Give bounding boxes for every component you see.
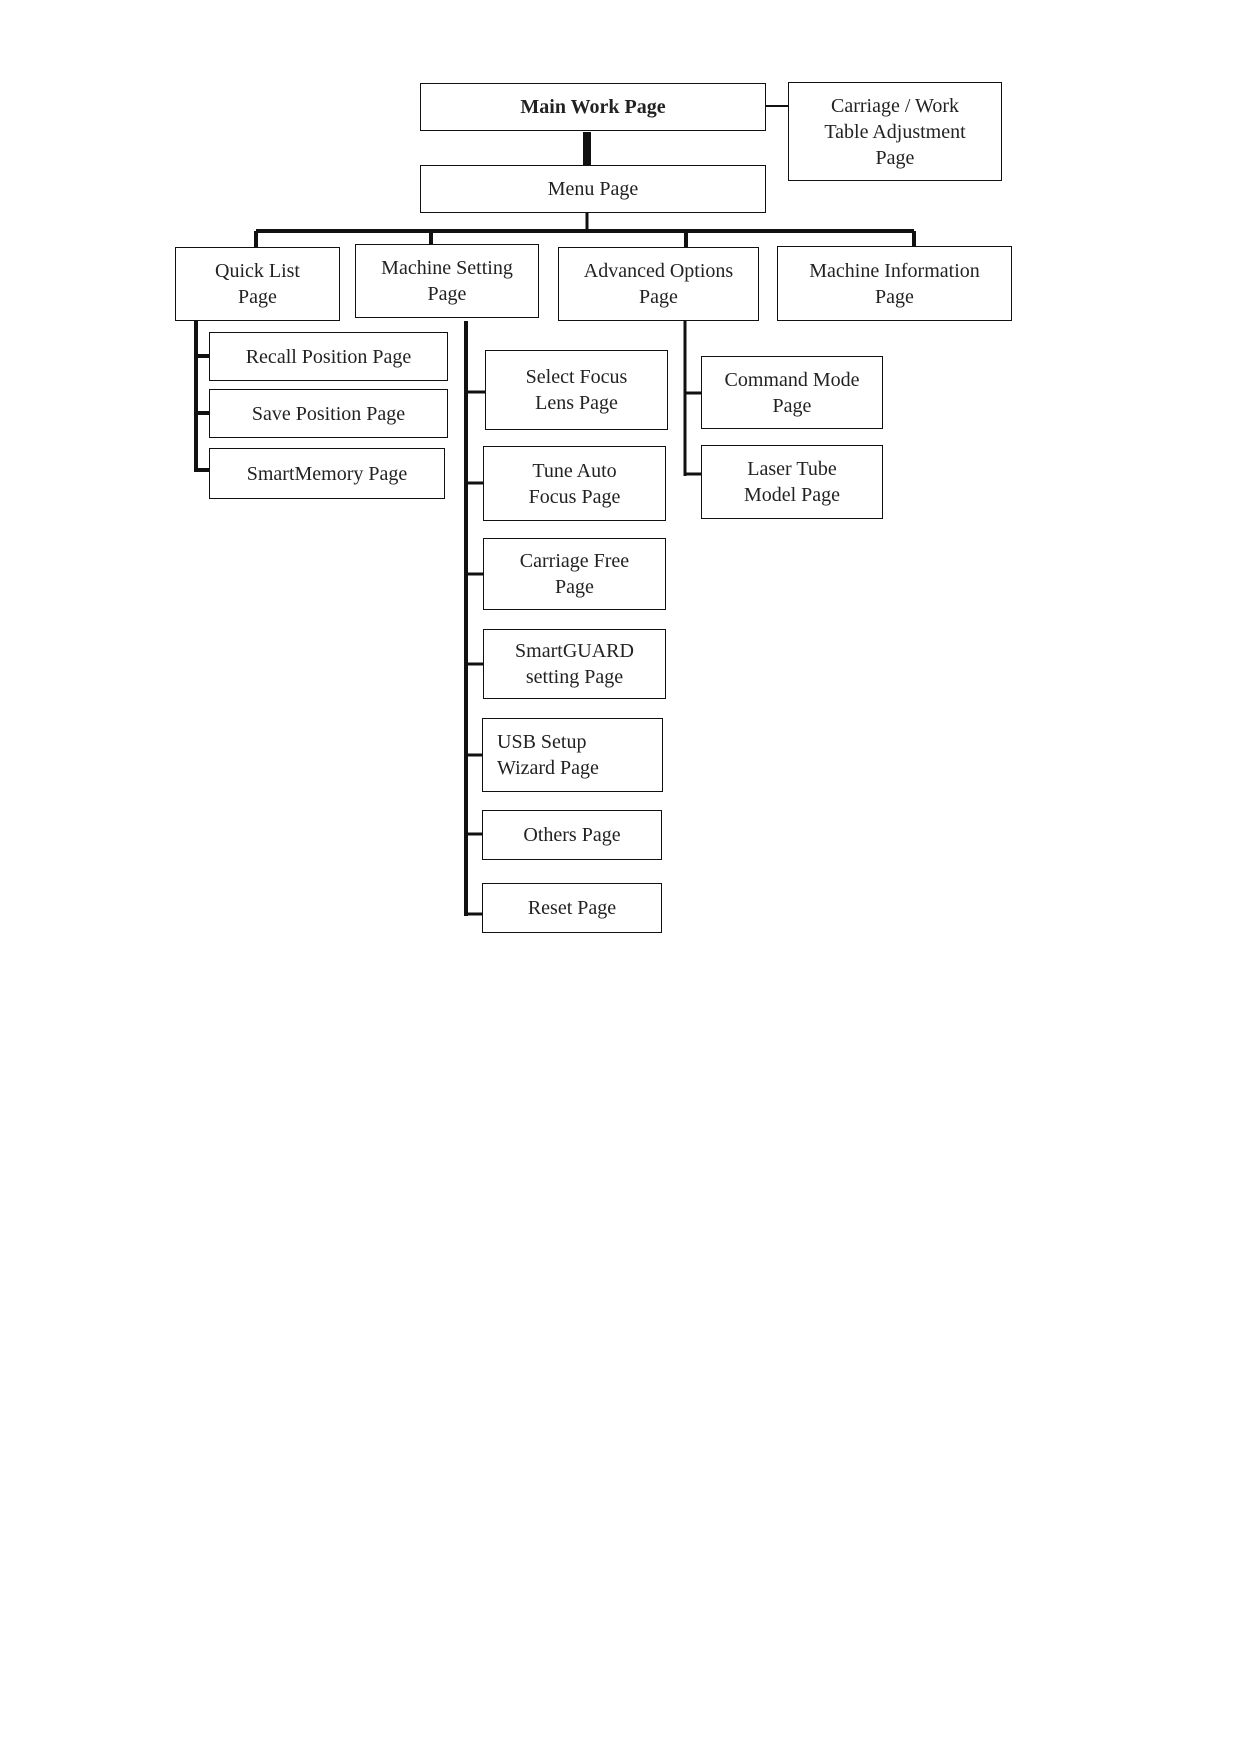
node-quick-list-page: Quick List Page	[175, 247, 340, 321]
node-advanced-options-page: Advanced Options Page	[558, 247, 759, 321]
node-main-work-page: Main Work Page	[420, 83, 766, 131]
node-machine-information-page: Machine Information Page	[777, 246, 1012, 321]
node-tune-auto-focus-page: Tune Auto Focus Page	[483, 446, 666, 521]
node-machine-setting-page: Machine Setting Page	[355, 244, 539, 318]
node-laser-tube-model-page: Laser Tube Model Page	[701, 445, 883, 519]
node-menu-page: Menu Page	[420, 165, 766, 213]
node-recall-position-page: Recall Position Page	[209, 332, 448, 381]
node-select-focus-lens-page: Select Focus Lens Page	[485, 350, 668, 430]
node-carriage-free-page: Carriage Free Page	[483, 538, 666, 610]
node-smartguard-setting-page: SmartGUARD setting Page	[483, 629, 666, 699]
node-carriage-work-table-adjustment-page: Carriage / Work Table Adjustment Page	[788, 82, 1002, 181]
node-others-page: Others Page	[482, 810, 662, 860]
node-reset-page: Reset Page	[482, 883, 662, 933]
node-command-mode-page: Command Mode Page	[701, 356, 883, 429]
node-smartmemory-page: SmartMemory Page	[209, 448, 445, 499]
node-usb-setup-wizard-page: USB Setup Wizard Page	[482, 718, 663, 792]
node-save-position-page: Save Position Page	[209, 389, 448, 438]
